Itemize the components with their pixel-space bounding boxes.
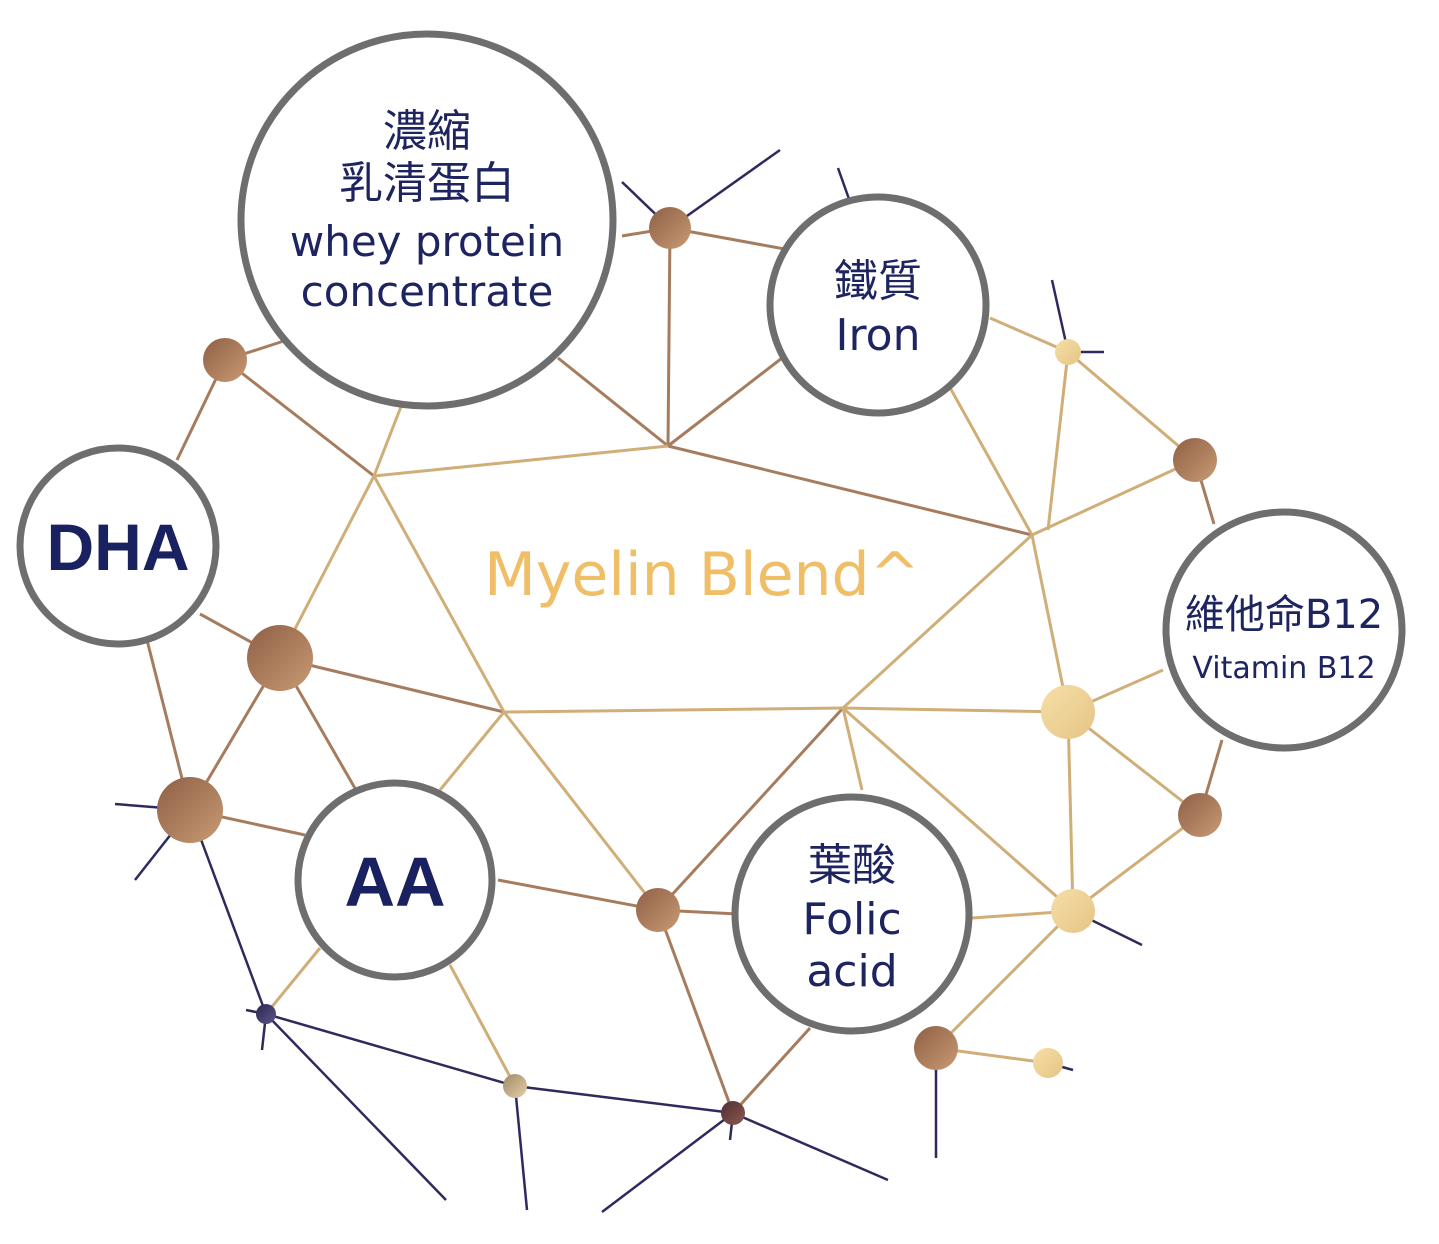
- node-dot: [256, 1004, 276, 1024]
- node-dot: [1173, 438, 1217, 482]
- folic-en-line1: Folic: [802, 894, 901, 945]
- folic-cn: 葉酸: [808, 840, 896, 891]
- node-dot: [721, 1101, 745, 1125]
- whey-cn-line1: 濃縮: [383, 106, 471, 157]
- b12-cn: 維他命B12: [1185, 592, 1383, 638]
- node-dot: [1051, 889, 1095, 933]
- ingredient-aa: AA: [294, 779, 496, 981]
- node-dot: [247, 625, 313, 691]
- node-dot: [1041, 685, 1095, 739]
- network-lines: [114, 148, 1224, 1213]
- ingredient-b12: 維他命B12 Vitamin B12: [1162, 508, 1406, 752]
- ingredient-iron: 鐵質 Iron: [766, 193, 990, 417]
- dha-label: DHA: [47, 510, 190, 584]
- node-dot: [1178, 793, 1222, 837]
- folic-en-line2: acid: [806, 946, 897, 997]
- whey-en-line2: concentrate: [301, 267, 554, 316]
- diagram-title: Myelin Blend^: [484, 540, 920, 610]
- node-dot: [1055, 339, 1081, 365]
- node-dot: [157, 777, 223, 843]
- aa-label: AA: [344, 843, 445, 921]
- node-dot: [203, 338, 247, 382]
- whey-cn-line2: 乳清蛋白: [339, 158, 515, 209]
- node-dot: [649, 207, 691, 249]
- ingredient-whey: 濃縮 乳清蛋白 whey protein concentrate: [237, 30, 617, 410]
- iron-cn: 鐵質: [834, 256, 922, 307]
- network-nodes: [157, 207, 1222, 1125]
- iron-en: Iron: [836, 310, 921, 361]
- node-dot: [503, 1074, 527, 1098]
- ingredient-dha: DHA: [16, 444, 220, 648]
- node-dot: [636, 888, 680, 932]
- node-dot: [914, 1026, 958, 1070]
- ingredient-folic: 葉酸 Folic acid: [731, 793, 973, 1035]
- whey-en-line1: whey protein: [290, 217, 564, 266]
- node-dot: [1033, 1048, 1063, 1078]
- b12-en: Vitamin B12: [1192, 651, 1375, 686]
